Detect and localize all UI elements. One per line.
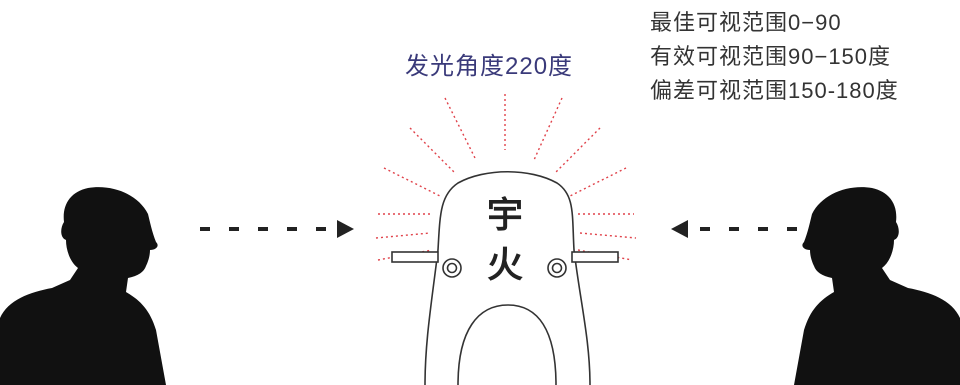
right-person-silhouette-icon	[794, 187, 960, 385]
effective-viewing-range: 有效可视范围90−150度	[650, 44, 892, 69]
ray-right-4	[569, 167, 627, 197]
ray-left-2	[375, 232, 431, 239]
ray-right-6	[533, 97, 563, 161]
dashed-arrow-right-icon	[200, 220, 354, 238]
ray-left-6	[444, 97, 477, 161]
device-brand-text-top: 宇	[487, 195, 524, 236]
ray-left-5	[409, 127, 457, 175]
best-viewing-range: 最佳可视范围0−90	[650, 10, 842, 35]
device-brand-text-bottom: 火	[487, 245, 524, 286]
viewing-range-list: 最佳可视范围0−90 有效可视范围90−150度 偏差可视范围150-180度	[650, 6, 899, 108]
deviation-viewing-range: 偏差可视范围150-180度	[650, 78, 899, 103]
ray-left-4	[383, 167, 441, 197]
ray-right-2	[579, 232, 637, 239]
dashed-arrow-left-icon	[671, 220, 797, 238]
light-angle-label: 发光角度220度	[405, 53, 574, 80]
left-person-silhouette-icon	[0, 187, 166, 385]
ray-right-3	[577, 249, 633, 261]
ray-right-5	[553, 127, 601, 175]
robot-device-icon	[391, 171, 619, 385]
